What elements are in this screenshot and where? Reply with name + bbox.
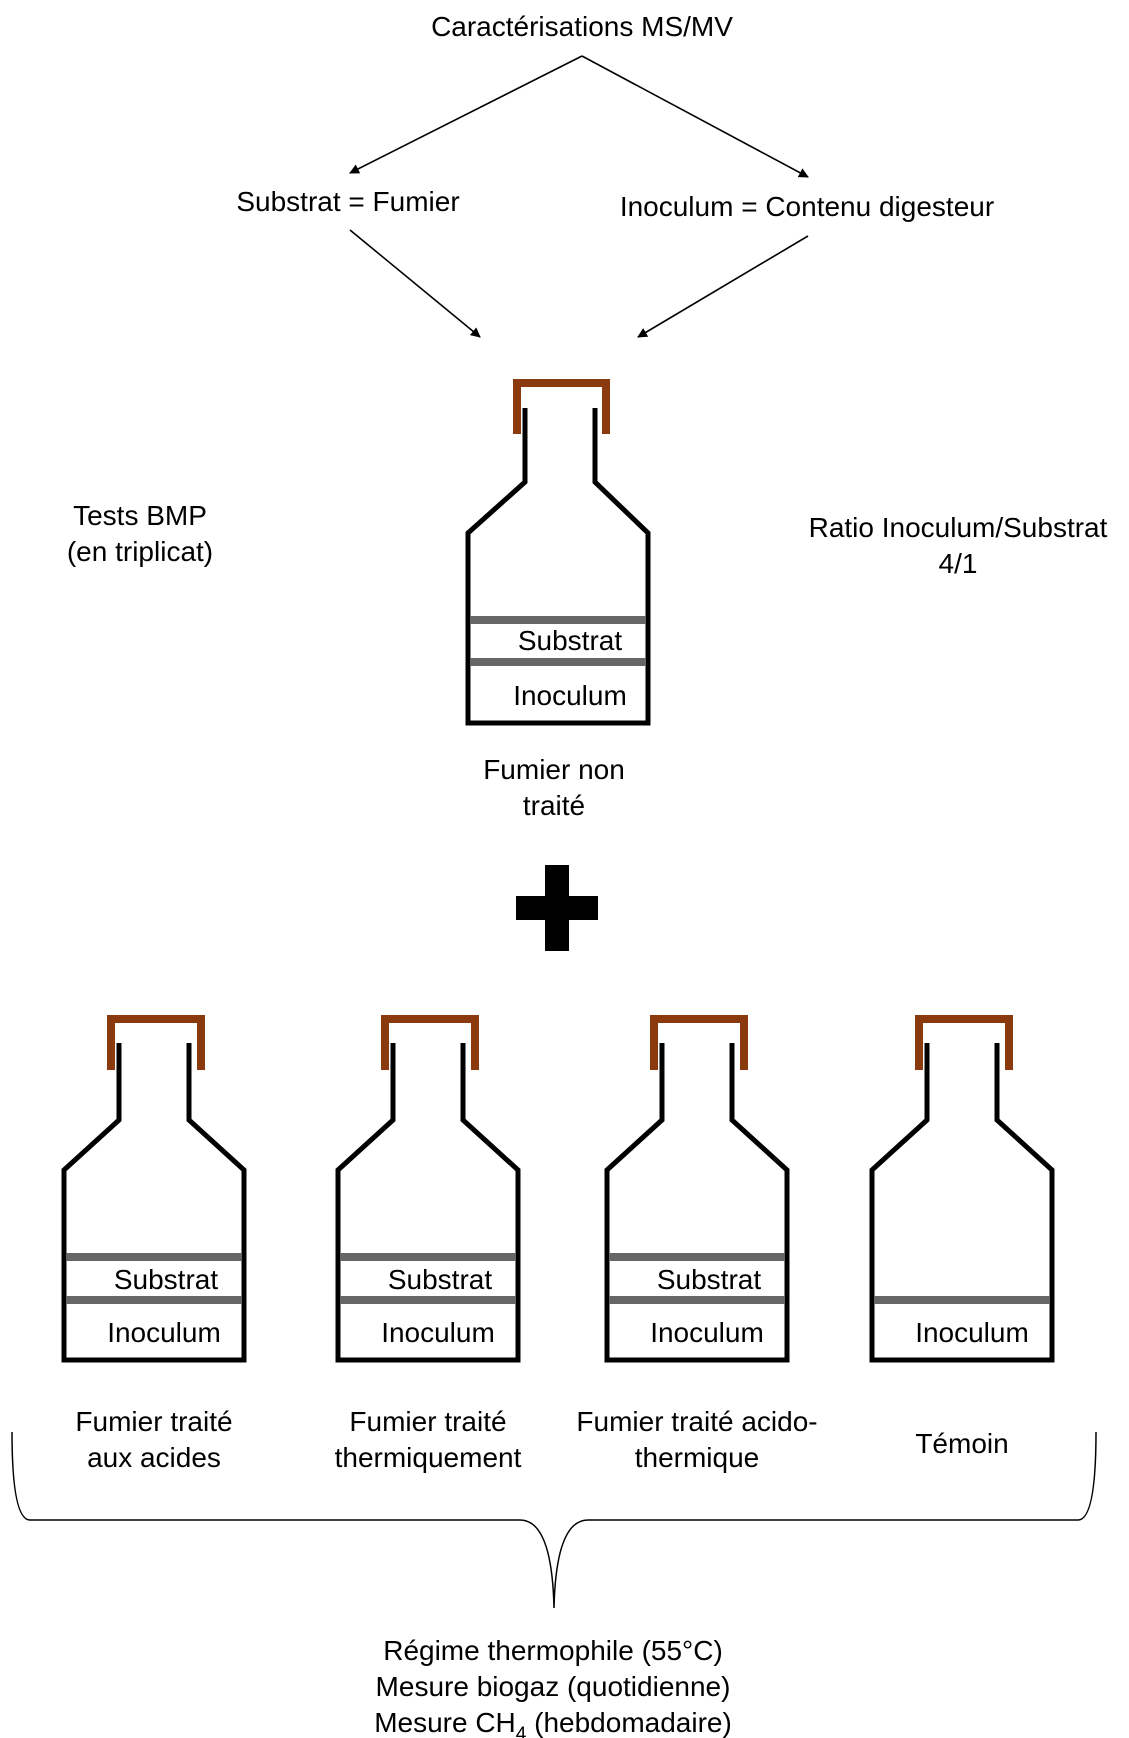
- ratio-value: 4/1: [939, 548, 978, 579]
- tests-bmp-note: Tests BMP: [73, 500, 207, 531]
- treatment-bottle-cap: [381, 1015, 479, 1070]
- main-substrate-layer-label: Substrat: [518, 625, 622, 656]
- tests-triplicate-note: (en triplicat): [67, 536, 213, 567]
- treatment-bottle-body: [61, 1043, 247, 1363]
- conditions-temperature: Régime thermophile (55°C): [383, 1635, 723, 1666]
- inoculum-layer-label: Inoculum: [650, 1317, 764, 1348]
- main-bottle-caption-1: Fumier non: [483, 754, 625, 785]
- arrow-title-to-inoculum: [581, 55, 809, 178]
- arrow-inoculum-to-bottle: [637, 235, 809, 338]
- main-bottle-caption-2: traité: [523, 790, 585, 821]
- main-inoculum-layer-label: Inoculum: [513, 680, 627, 711]
- inoculum-layer-label: Inoculum: [107, 1317, 221, 1348]
- treatment-caption-line2: aux acides: [87, 1442, 221, 1473]
- plus-icon: [516, 865, 598, 951]
- inoculum-layer-label: Inoculum: [915, 1317, 1029, 1348]
- treatment-bottle-cap: [650, 1015, 748, 1070]
- substrate-label: Substrat = Fumier: [236, 186, 459, 217]
- treatment-bottle-body: [604, 1043, 790, 1363]
- grouping-brace: [11, 1431, 1097, 1609]
- treatment-bottle-cap: [107, 1015, 205, 1070]
- treatment-bottle-body: [335, 1043, 521, 1363]
- treatment-caption-line2: thermique: [635, 1442, 760, 1473]
- substrate-layer-label: Substrat: [388, 1264, 492, 1295]
- inoculum-label: Inoculum = Contenu digesteur: [620, 191, 994, 222]
- arrow-title-to-substrate: [349, 55, 583, 174]
- substrate-layer-label: Substrat: [114, 1264, 218, 1295]
- treatment-caption-line1: Fumier traité acido-: [576, 1406, 817, 1437]
- ratio-note: Ratio Inoculum/Substrat: [809, 512, 1108, 543]
- treatment-caption-line2: thermiquement: [335, 1442, 522, 1473]
- main-bottle-cap: [513, 379, 610, 434]
- treatment-bottle-body: [869, 1043, 1055, 1363]
- treatment-bottle-cap: [915, 1015, 1013, 1070]
- treatment-caption-line1: Fumier traité: [349, 1406, 506, 1437]
- inoculum-layer-label: Inoculum: [381, 1317, 495, 1348]
- substrate-layer-label: Substrat: [657, 1264, 761, 1295]
- treatment-caption-line1: Témoin: [915, 1428, 1008, 1459]
- characterization-title: Caractérisations MS/MV: [431, 11, 733, 42]
- treatment-caption-line1: Fumier traité: [75, 1406, 232, 1437]
- main-bottle-body: [465, 408, 651, 726]
- conditions-biogas: Mesure biogaz (quotidienne): [376, 1671, 731, 1702]
- conditions-methane: Mesure CH4 (hebdomadaire): [374, 1707, 732, 1738]
- main-bottle: Substrat Inoculum: [465, 379, 651, 726]
- arrow-substrate-to-bottle: [349, 229, 481, 338]
